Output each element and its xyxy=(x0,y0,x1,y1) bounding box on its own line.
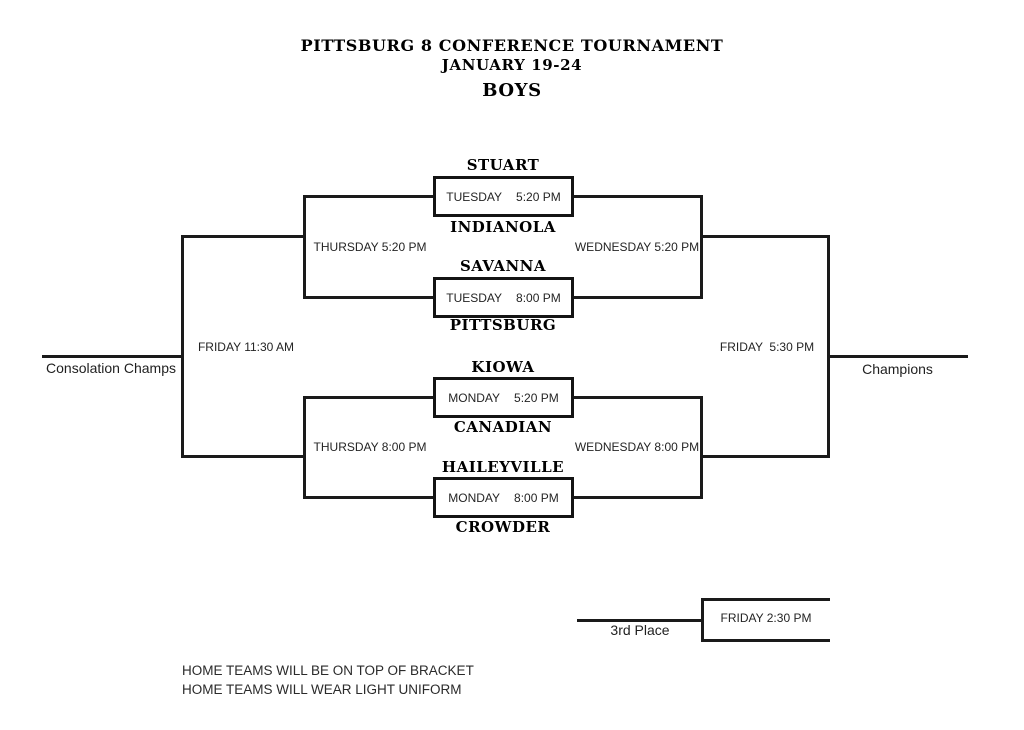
game4-time: 8:00 PM xyxy=(514,490,559,505)
third-place-bracket xyxy=(701,639,830,642)
champions-line xyxy=(827,355,968,358)
bracket-line xyxy=(183,235,305,238)
consolation-semi2-time: THURSDAY 8:00 PM xyxy=(313,440,427,454)
bracket-line xyxy=(183,455,305,458)
consolation-champs-line xyxy=(42,355,184,358)
champions-label: Champions xyxy=(862,361,933,377)
team-name-kiowa: KIOWA xyxy=(471,358,535,376)
third-place-label: 3rd Place xyxy=(610,622,670,638)
game3-day: MONDAY xyxy=(448,390,501,405)
consolation-champs-label: Consolation Champs xyxy=(46,360,176,376)
bracket-line xyxy=(303,195,306,299)
team-name-haileyville: HAILEYVILLE xyxy=(441,458,565,476)
team-name-indianola: INDIANOLA xyxy=(450,218,556,236)
game1-time-box: TUESDAY 5:20 PM xyxy=(433,176,574,217)
bracket-line xyxy=(700,396,703,499)
bracket-line xyxy=(703,455,830,458)
third-place-line xyxy=(577,619,704,622)
bracket-line xyxy=(303,396,306,499)
team-name-pittsburg: PITTSBURG xyxy=(449,316,557,334)
championship-final-time: FRIDAY 5:30 PM xyxy=(719,340,815,354)
third-place-game-time: FRIDAY 2:30 PM xyxy=(720,611,812,625)
bracket-line xyxy=(306,496,433,499)
bracket-line xyxy=(827,235,830,458)
bracket-line xyxy=(574,195,703,198)
bracket-line xyxy=(574,396,703,399)
bracket-line xyxy=(574,296,703,299)
bracket-line xyxy=(574,496,703,499)
team-name-canadian: CANADIAN xyxy=(453,418,553,436)
third-place-bracket xyxy=(701,598,704,642)
team-name-stuart: STUART xyxy=(466,156,540,174)
winners-semi1-time: WEDNESDAY 5:20 PM xyxy=(574,240,700,254)
game2-day: TUESDAY xyxy=(446,290,503,305)
game3-time: 5:20 PM xyxy=(514,390,559,405)
bracket-line xyxy=(306,195,433,198)
winners-semi2-time: WEDNESDAY 8:00 PM xyxy=(574,440,700,454)
game3-time-box: MONDAY 5:20 PM xyxy=(433,377,574,418)
game4-day: MONDAY xyxy=(448,490,501,505)
game1-time: 5:20 PM xyxy=(516,189,561,204)
game4-time-box: MONDAY 8:00 PM xyxy=(433,477,574,518)
third-place-bracket xyxy=(701,598,830,601)
bracket-line xyxy=(306,296,433,299)
consolation-semi1-time: THURSDAY 5:20 PM xyxy=(313,240,427,254)
tournament-dates: JANUARY 19-24 xyxy=(441,56,583,74)
game2-time-box: TUESDAY 8:00 PM xyxy=(433,277,574,318)
bracket-line xyxy=(181,235,184,458)
tournament-title: PITTSBURG 8 CONFERENCE TOURNAMENT xyxy=(300,36,724,55)
game1-day: TUESDAY xyxy=(446,189,503,204)
team-name-crowder: CROWDER xyxy=(455,518,551,536)
bracket-line xyxy=(700,195,703,299)
bracket-line xyxy=(306,396,433,399)
home-team-note-2: HOME TEAMS WILL WEAR LIGHT UNIFORM xyxy=(182,682,462,697)
team-name-savanna: SAVANNA xyxy=(459,257,547,275)
bracket-line xyxy=(703,235,830,238)
game2-time: 8:00 PM xyxy=(516,290,561,305)
division-label: BOYS xyxy=(482,80,542,101)
home-team-note-1: HOME TEAMS WILL BE ON TOP OF BRACKET xyxy=(182,663,474,678)
consolation-final-time: FRIDAY 11:30 AM xyxy=(197,340,295,354)
